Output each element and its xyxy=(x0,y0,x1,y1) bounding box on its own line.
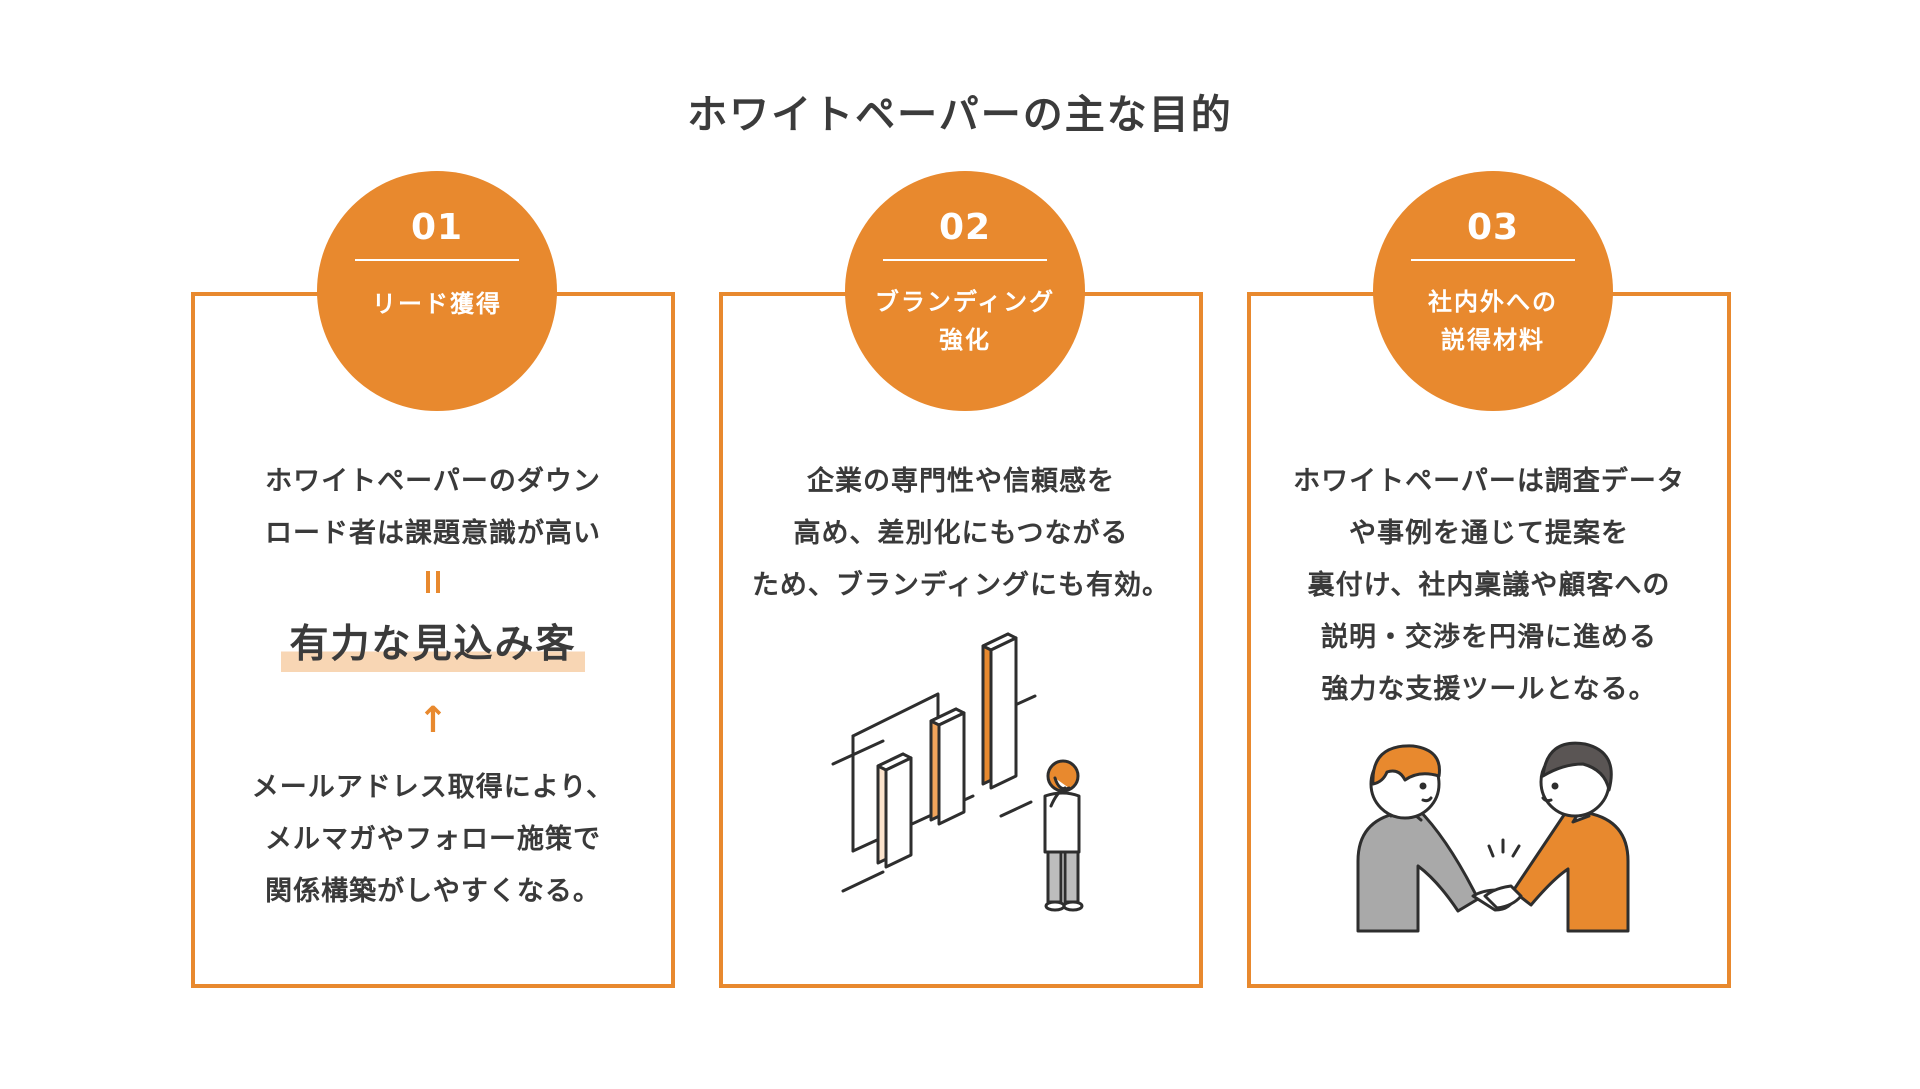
bar-chart-person-icon xyxy=(831,632,1084,912)
card-1-bottom-text: メールアドレス取得により、 メルマガやフォロー施策で 関係構築がしやすくなる。 xyxy=(251,772,615,907)
badge-label: ブランディング 強化 xyxy=(874,288,1056,354)
highlight-wrap: 有力な見込み客 xyxy=(195,618,671,672)
badge-number: 01 xyxy=(410,207,464,248)
badge-03: 03 社内外への 説得材料 xyxy=(1373,171,1613,411)
card-2-text: 企業の専門性や信頼感を 高め、差別化にもつながる ため、ブランディングにも有効。 xyxy=(751,466,1171,601)
badge-number: 03 xyxy=(1466,207,1520,248)
page-title: ホワイトペーパーの主な目的 xyxy=(687,92,1233,138)
card-1-top-text: ホワイトペーパーのダウン ロード者は課題意識が高い xyxy=(265,466,601,549)
badge-divider xyxy=(355,259,519,261)
badge-label: 社内外への 説得材料 xyxy=(1428,288,1558,354)
card-3-text: ホワイトペーパーは調査データ や事例を通じて提案を 裏付け、社内稟議や顧客への … xyxy=(1293,466,1685,705)
handshake-icon xyxy=(1356,741,1630,933)
badge-label: リード獲得 xyxy=(372,290,502,318)
equals-sign xyxy=(195,564,671,597)
highlight-text: 有力な見込み客 xyxy=(281,618,585,672)
badge-number: 02 xyxy=(938,207,992,248)
badge-divider xyxy=(883,259,1047,261)
badge-01: 01 リード獲得 xyxy=(317,171,557,411)
badge-divider xyxy=(1411,259,1575,261)
badge-02: 02 ブランディング 強化 xyxy=(845,171,1085,411)
up-arrow-icon: ↑ xyxy=(417,700,449,741)
